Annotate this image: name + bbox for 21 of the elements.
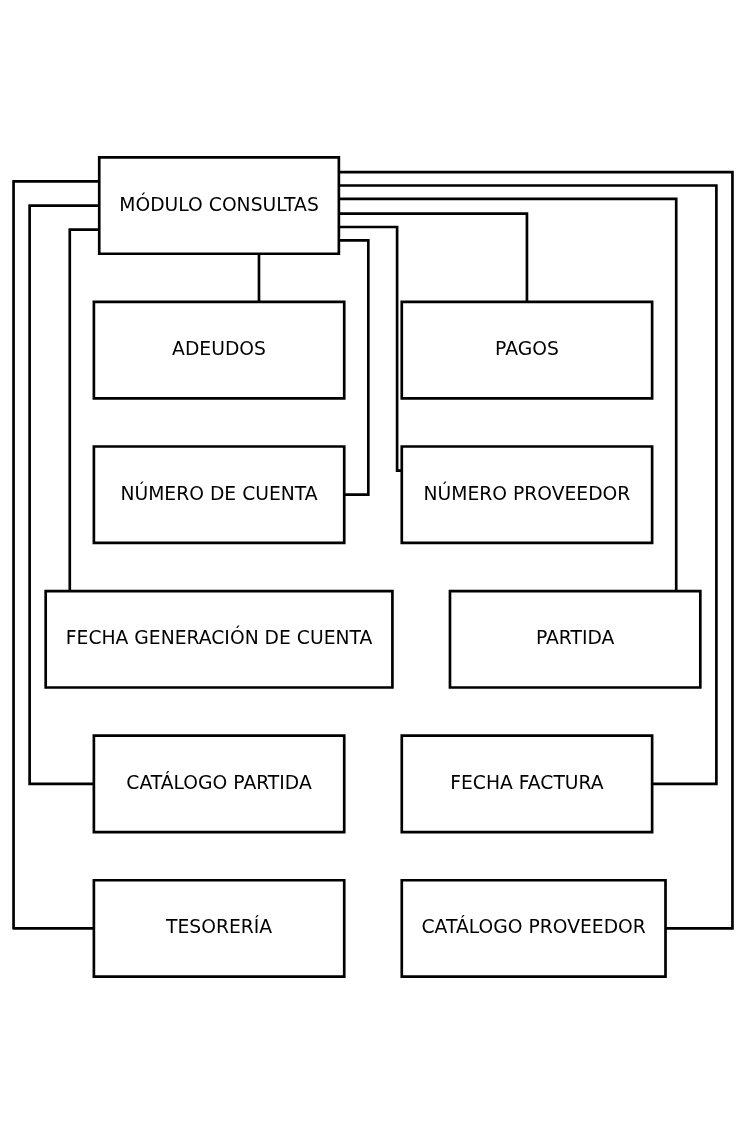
node-box: ADEUDOS: [92, 300, 346, 400]
node-box: CATÁLOGO PROVEEDOR: [400, 878, 667, 978]
node-box: MÓDULO CONSULTAS: [97, 155, 341, 255]
node-box: PAGOS: [400, 300, 654, 400]
node-box: NÚMERO PROVEEDOR: [400, 444, 654, 544]
node-box: PARTIDA: [448, 589, 702, 689]
node-box: FECHA FACTURA: [400, 733, 654, 833]
node-box: TESORERÍA: [92, 878, 346, 978]
connector: [338, 211, 529, 302]
connector: [339, 238, 370, 496]
node-box: CATÁLOGO PARTIDA: [92, 733, 346, 833]
connector: [339, 170, 734, 930]
node-box: FECHA GENERACIÓN DE CUENTA: [44, 589, 394, 689]
connector: [28, 203, 100, 785]
connector: [339, 197, 678, 591]
connector: [339, 183, 718, 785]
connector: [257, 253, 261, 301]
connector: [68, 227, 99, 591]
connector: [12, 179, 99, 930]
connector: [339, 225, 402, 472]
node-box: NÚMERO DE CUENTA: [92, 444, 346, 544]
